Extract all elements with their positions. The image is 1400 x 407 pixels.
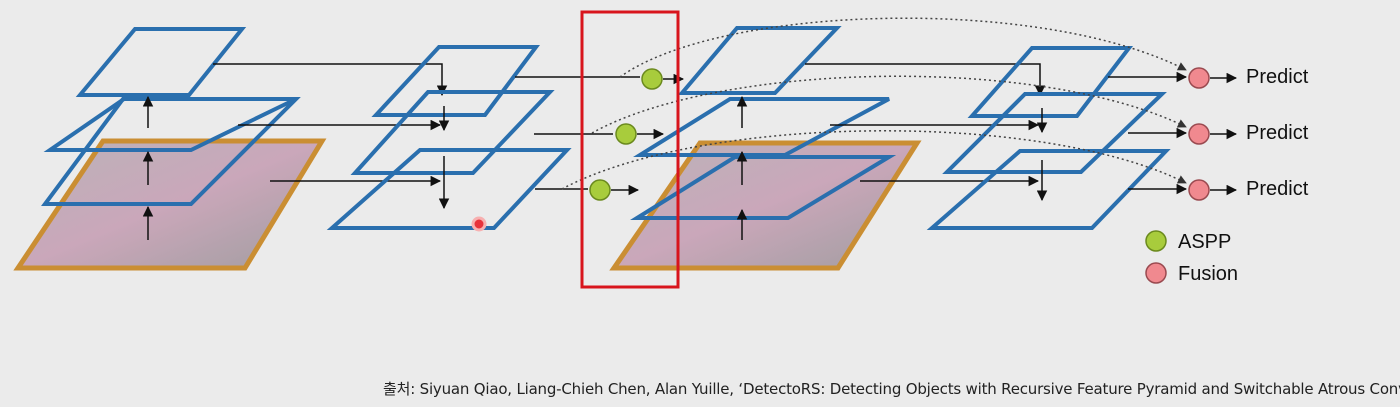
input-image-2 [609, 140, 922, 271]
highlight-box [580, 10, 680, 289]
feature-map [630, 155, 897, 220]
fpn-pyramid-2 [926, 46, 1171, 230]
fusion-node [1188, 123, 1210, 145]
feature-map [633, 97, 890, 157]
aspp-node [641, 68, 663, 90]
feature-map [926, 149, 1171, 230]
fusion-modules [1188, 67, 1238, 201]
predict-label-1: Predict [1246, 66, 1309, 88]
fpn-pyramid-1 [326, 45, 572, 230]
legend-fusion-label: Fusion [1178, 263, 1238, 285]
feature-map [942, 92, 1167, 174]
backbone-pyramid-1 [13, 27, 327, 271]
feature-map [326, 148, 572, 230]
legend-aspp-label: ASPP [1178, 231, 1231, 253]
dotted-skip-connections [561, 17, 1187, 190]
feature-map [350, 90, 555, 175]
fusion-inputs [1108, 71, 1188, 195]
lateral-connections-2 [805, 63, 1046, 187]
legend: ASPP Fusion [1145, 230, 1238, 285]
aspp-inputs [515, 76, 640, 190]
source-caption: 출처: Siyuan Qiao, Liang-Chieh Chen, Alan … [383, 380, 1400, 398]
aspp-node [589, 179, 611, 201]
feature-map [967, 46, 1134, 118]
aspp-node [615, 123, 637, 145]
feature-map [677, 26, 842, 95]
feature-map [75, 27, 247, 97]
lateral-connections-1 [213, 63, 448, 187]
fusion-node [1188, 67, 1210, 89]
fusion-node [1188, 179, 1210, 201]
cursor-pointer [471, 216, 487, 232]
feature-map [43, 97, 297, 152]
backbone-pyramid-2 [609, 26, 922, 271]
predict-label-2: Predict [1246, 122, 1309, 144]
legend-fusion-swatch [1145, 262, 1167, 284]
predict-label-3: Predict [1246, 178, 1309, 200]
feature-map [371, 45, 540, 117]
legend-aspp-swatch [1145, 230, 1167, 252]
aspp-modules [589, 68, 685, 201]
